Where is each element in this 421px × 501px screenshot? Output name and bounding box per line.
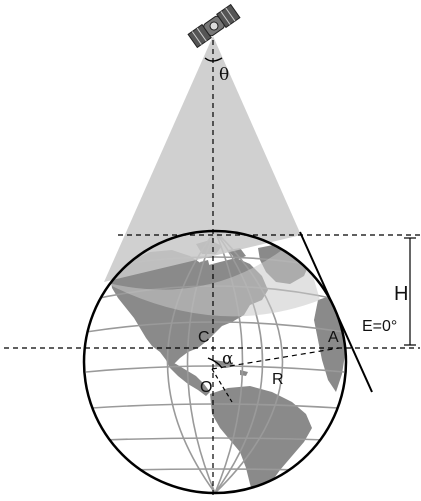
longitude-line: [214, 231, 284, 493]
latitude-line: [91, 403, 339, 409]
coverage-cone-lower: [104, 235, 320, 317]
radius-label: R: [272, 371, 284, 388]
tangent-line: [299, 231, 373, 393]
longitude-line: [186, 231, 216, 493]
theta-angle-arc: [204, 57, 223, 62]
alpha-label: α: [222, 349, 234, 369]
satellite-icon: [187, 3, 241, 49]
elevation-label: E=0°: [362, 318, 397, 335]
latitude-line: [103, 437, 327, 441]
caribbean-islands: [214, 360, 248, 376]
theta-label: θ: [219, 65, 229, 85]
globe-outline: [82, 229, 348, 495]
longitude-line: [214, 231, 244, 493]
center-o-label: O: [200, 379, 212, 396]
south-america-land: [210, 386, 312, 493]
height-label: H: [394, 283, 408, 305]
radius-dashed-line: [211, 347, 340, 370]
longitude-line: [214, 231, 264, 493]
longitude-line: [166, 231, 216, 493]
latitude-line: [85, 365, 345, 373]
point-c-label: C: [198, 329, 210, 346]
point-a-label: A: [328, 329, 339, 346]
alpha-angle-arc: [207, 357, 223, 369]
latitude-line: [125, 468, 305, 471]
latitude-line: [85, 321, 345, 333]
coverage-cone: [104, 36, 301, 282]
